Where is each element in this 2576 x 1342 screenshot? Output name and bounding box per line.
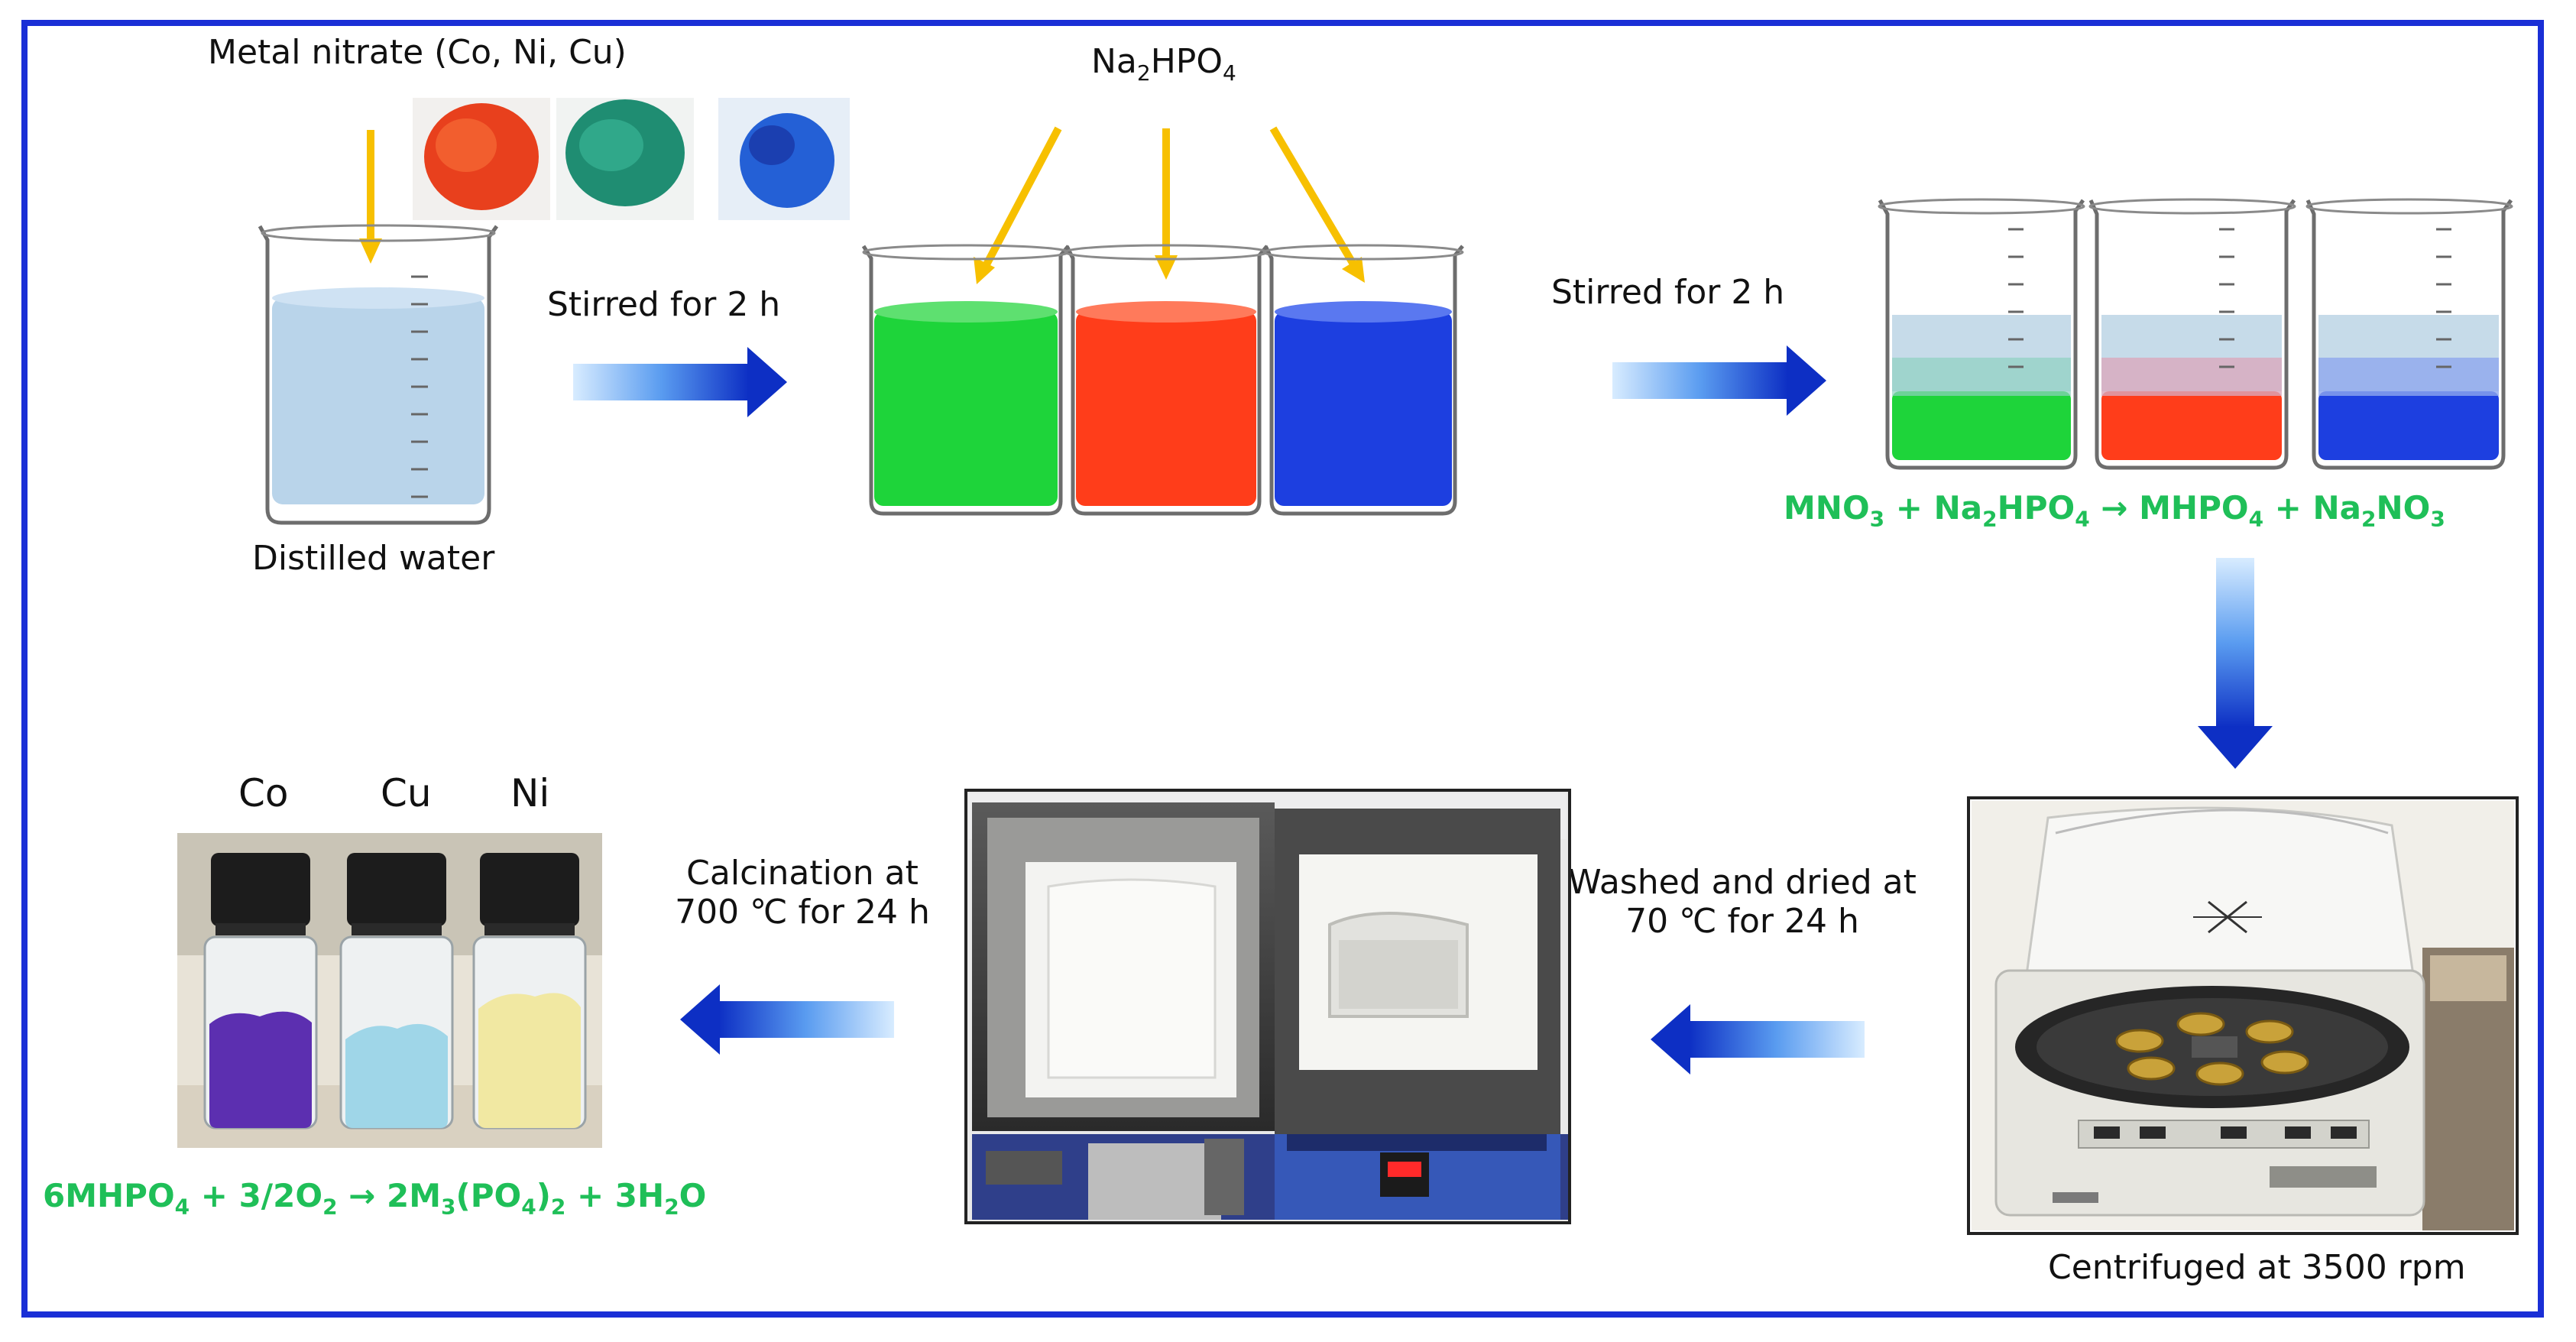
nitrate-powder-samples — [413, 98, 850, 220]
process-arrow-down — [2198, 558, 2273, 769]
arrow-icon — [1612, 362, 1788, 399]
beaker-green-solution — [861, 244, 1070, 516]
beaker-blue-precipitate — [2305, 198, 2513, 470]
centrifuge-photo — [1967, 796, 2519, 1235]
arrow-icon — [1689, 1021, 1865, 1058]
stirred-label-2: Stirred for 2 h — [1551, 273, 1785, 312]
beaker-icon — [1064, 245, 1269, 516]
beaker-red-precipitate — [2088, 198, 2296, 470]
beaker-icon — [2088, 199, 2296, 470]
furnace-photo — [964, 789, 1571, 1224]
process-arrow-3 — [1651, 1004, 1865, 1075]
vial-nickel — [472, 853, 587, 1130]
rotor-tubes — [2115, 1012, 2309, 1086]
beaker-icon — [861, 245, 1070, 516]
reaction-equation-1: MNO3 + Na2HPO4 → MHPO4 + Na2NO3 — [1784, 489, 2445, 532]
centrifuged-label: Centrifuged at 3500 rpm — [2048, 1248, 2466, 1287]
beaker-icon — [1878, 199, 2085, 470]
yellow-arrows — [359, 126, 1365, 284]
beakers-precipitate — [1878, 198, 2513, 470]
vials-photo — [177, 833, 602, 1148]
centrifuge-lid — [2024, 806, 2416, 987]
beaker-icon — [2305, 199, 2513, 470]
arrow-icon — [573, 364, 749, 400]
beaker-distilled-water — [258, 224, 499, 525]
vial-label-co: Co — [238, 771, 289, 815]
arrow-icon — [718, 1001, 894, 1038]
diagram-frame — [21, 20, 2544, 1318]
process-arrow-4 — [680, 984, 894, 1055]
beaker-red-solution — [1064, 244, 1269, 516]
na2hpo4-label: Na2HPO4 — [1091, 42, 1236, 86]
stirred-label-1: Stirred for 2 h — [547, 285, 781, 324]
reaction-equation-2: 6MHPO4 + 3/2O2 → 2M3(PO4)2 + 3H2O — [43, 1177, 707, 1220]
vial-label-ni: Ni — [510, 771, 550, 815]
arrow-icon — [1269, 126, 1356, 265]
arrow-icon — [2216, 558, 2254, 728]
vial-copper — [339, 853, 454, 1130]
beaker-green-precipitate — [1878, 198, 2085, 470]
beakers-metal-solutions — [861, 244, 1464, 516]
process-arrow-1 — [573, 347, 787, 417]
beaker-blue-solution — [1262, 244, 1464, 516]
distilled-water-label: Distilled water — [252, 539, 495, 578]
metal-nitrate-label: Metal nitrate (Co, Ni, Cu) — [208, 33, 627, 72]
vial-cobalt — [203, 853, 318, 1130]
blue-powder — [740, 113, 834, 208]
beaker-icon — [1263, 245, 1464, 516]
graduation-marks — [411, 275, 428, 498]
vial-label-cu: Cu — [381, 771, 432, 815]
arrow-icon — [982, 126, 1062, 268]
beaker-icon — [258, 225, 499, 525]
process-arrow-2 — [1612, 345, 1826, 416]
